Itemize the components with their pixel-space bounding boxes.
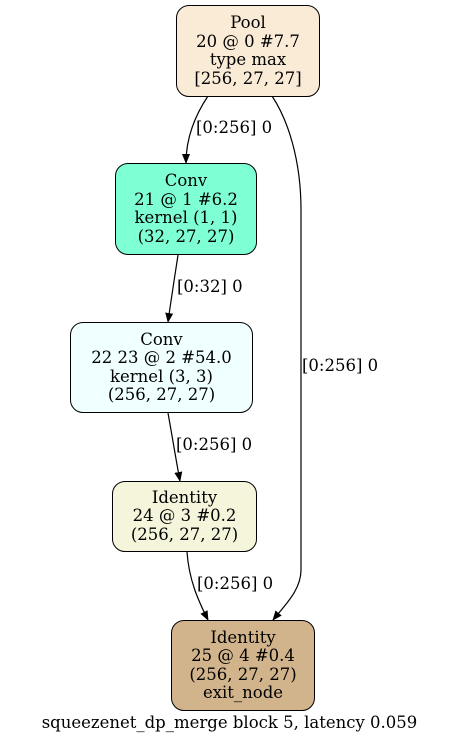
node-line: [256, 27, 27] <box>194 68 302 88</box>
edge-label-pool20-identity25: [0:256] 0 <box>302 356 379 375</box>
node-line: 20 @ 0 #7.7 <box>196 31 300 51</box>
node-conv-22-23[interactable]: Conv 22 23 @ 2 #54.0 kernel (3, 3) (256,… <box>70 322 253 413</box>
graph-caption: squeezenet_dp_merge block 5, latency 0.0… <box>41 713 418 732</box>
node-identity-25-exit[interactable]: Identity 25 @ 4 #0.4 (256, 27, 27) exit_… <box>171 620 315 711</box>
node-line: type max <box>209 50 287 69</box>
node-line: kernel (3, 3) <box>110 366 213 386</box>
node-line: Conv <box>164 171 208 190</box>
node-line: 25 @ 4 #0.4 <box>191 646 295 665</box>
edge-label-conv22-identity24: [0:256] 0 <box>176 435 253 454</box>
edge-conv21-to-conv22 <box>165 254 179 323</box>
edge-conv22-to-identity24 <box>167 412 183 482</box>
node-line: Identity <box>210 627 276 647</box>
edge-label-conv21-conv22: [0:32] 0 <box>177 277 243 296</box>
node-line: 24 @ 3 #0.2 <box>132 506 237 526</box>
edge-pool20-to-conv21 <box>182 95 209 164</box>
edge-label-pool20-conv21: [0:256] 0 <box>196 118 273 137</box>
node-conv-21[interactable]: Conv 21 @ 1 #6.2 kernel (1, 1) (32, 27, … <box>115 163 257 255</box>
node-line: (256, 27, 27) <box>130 524 239 544</box>
edge-identity24-to-identity25 <box>186 551 209 621</box>
node-line: exit_node <box>202 683 284 702</box>
edge-pool20-to-identity25 <box>271 95 302 621</box>
node-line: (256, 27, 27) <box>189 664 297 684</box>
node-line: kernel (1, 1) <box>134 208 238 227</box>
node-line: Pool <box>230 13 266 32</box>
node-line: (32, 27, 27) <box>137 226 235 246</box>
edge-label-identity24-identity25: [0:256] 0 <box>197 574 274 593</box>
node-line: Identity <box>151 487 218 507</box>
node-line: 21 @ 1 #6.2 <box>134 189 238 209</box>
node-line: 22 23 @ 2 #54.0 <box>91 348 232 367</box>
node-line: Conv <box>140 329 183 349</box>
node-line: (256, 27, 27) <box>107 385 216 404</box>
node-identity-24[interactable]: Identity 24 @ 3 #0.2 (256, 27, 27) <box>112 481 257 552</box>
node-pool-20[interactable]: Pool 20 @ 0 #7.7 type max [256, 27, 27] <box>176 5 320 97</box>
